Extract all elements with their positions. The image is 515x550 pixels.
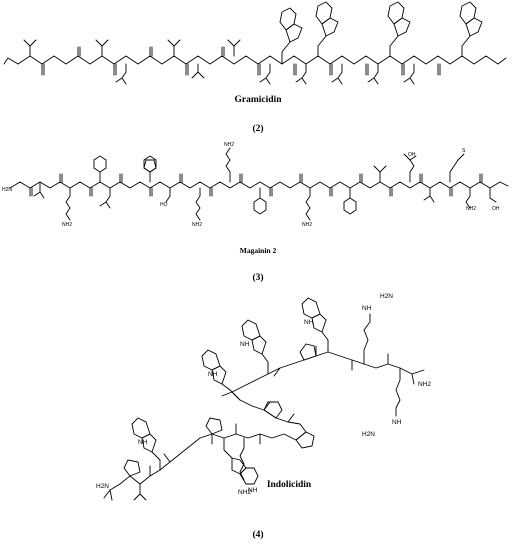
- arg-guanidine-nh: NH: [362, 305, 372, 312]
- arg-guanidine-nh: NH: [392, 419, 402, 426]
- n-terminus: H2N: [96, 483, 109, 490]
- lys-amine: NH2: [238, 489, 251, 496]
- magainin-carbonyls: [30, 174, 482, 196]
- trp-nh: NH: [304, 319, 314, 326]
- arg-guanidine-h2n: H2N: [362, 431, 375, 438]
- asn-amide: NH2: [466, 206, 476, 212]
- trp-nh: NH: [208, 371, 218, 378]
- arg-guanidine-h2n: H2N: [380, 293, 393, 300]
- indolicidin-side-chains: [104, 314, 424, 500]
- magainin-n-terminus: H2N: [2, 187, 12, 193]
- trp-nh: NH: [240, 341, 250, 348]
- magainin-side-chains: [34, 148, 508, 220]
- compound-number-2: (2): [252, 124, 264, 134]
- trp-nh: NH: [138, 439, 148, 446]
- formyl-group: [4, 58, 18, 64]
- indolicidin-carbonyls: [150, 346, 388, 476]
- gramicidin-side-chains: [24, 40, 506, 84]
- compound-number-3: (3): [252, 273, 264, 283]
- trp-nh: NH: [248, 487, 258, 494]
- lys-amine: NH2: [302, 222, 312, 228]
- compound-name-gramicidin: Gramicidin: [234, 95, 282, 105]
- gramicidin-structure: [0, 2, 515, 88]
- ser-hydroxyl: HO: [160, 202, 168, 208]
- gramicidin-backbone: [18, 56, 498, 64]
- compound-name-magainin-2: Magainin 2: [239, 246, 277, 255]
- lys-amine: NH2: [192, 222, 202, 228]
- lys-amine: NH2: [224, 142, 234, 148]
- compound-number-4: (4): [252, 530, 264, 540]
- c-terminal-amide: NH2: [418, 381, 431, 388]
- met-sulfur: S: [462, 148, 466, 154]
- magainin-2-structure: H2N NH2 NH2 NH2 NH2 HO OH S NH2 OH: [2, 142, 515, 228]
- magainin-backbone: [10, 182, 500, 188]
- indolicidin-tryptophans: [132, 298, 328, 484]
- gramicidin-carbonyls: [42, 47, 440, 75]
- lys-amine: NH2: [62, 222, 72, 228]
- gramicidin-tryptophans: [280, 2, 482, 64]
- glu-acid: OH: [408, 152, 416, 158]
- indolicidin-backbone: [120, 352, 412, 484]
- ser-hydroxyl: OH: [492, 206, 500, 212]
- indolicidin-structure: NH NH NH NH NH H2N NH2 NH2 NH H2N NH H2N: [96, 293, 431, 510]
- compound-name-indolicidin: Indolicidin: [266, 480, 312, 490]
- imidazole-ring: [144, 160, 156, 172]
- proline-rings: [124, 344, 316, 476]
